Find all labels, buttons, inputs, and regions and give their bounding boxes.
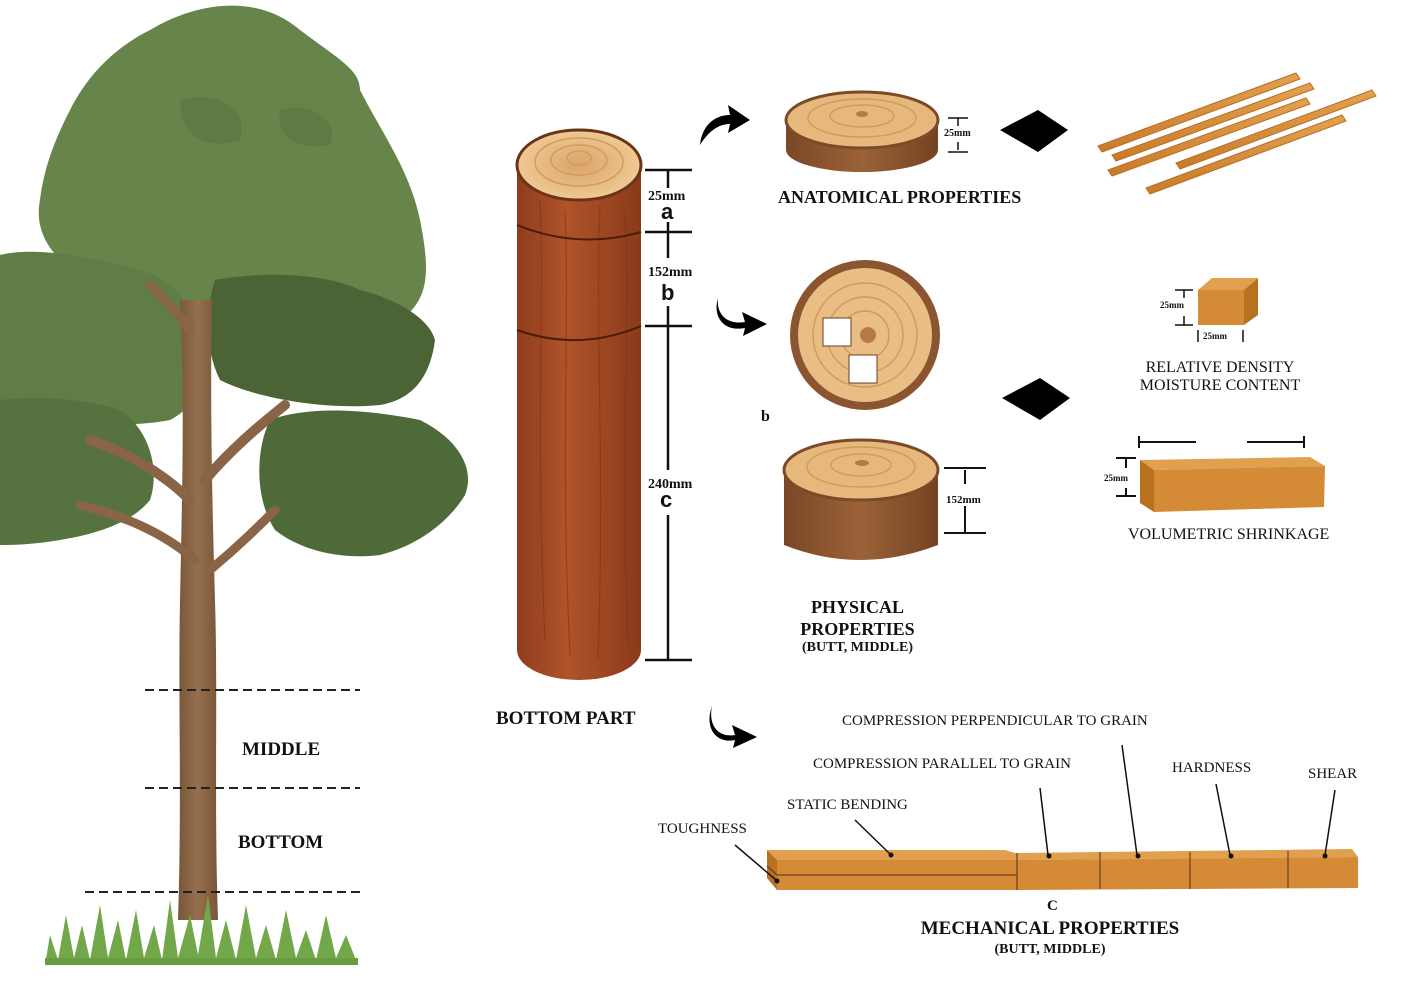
curved-arrows	[700, 105, 767, 748]
bar-height-label: 25mm	[1104, 473, 1128, 483]
mechanical-section-letter: C	[1047, 898, 1058, 914]
physical-title: PHYSICAL PROPERTIES (BUTT, MIDDLE)	[770, 596, 945, 656]
tree-canopy-lower-left	[0, 398, 154, 545]
curved-arrow-c-icon	[709, 706, 757, 748]
physical-subtitle: (BUTT, MIDDLE)	[802, 640, 913, 655]
shrinkage-bar	[1140, 457, 1325, 512]
anatomical-sticks	[1097, 72, 1377, 195]
mechanical-title: MECHANICAL PROPERTIES	[920, 918, 1180, 939]
physical-stump	[782, 438, 940, 560]
stump-height-label: 152mm	[946, 494, 981, 506]
physical-title-line1: PHYSICAL	[810, 597, 904, 617]
arrow-right-icon-2	[1002, 378, 1070, 420]
arrow-right-icon	[1000, 110, 1068, 152]
physical-section-letter: b	[761, 408, 770, 425]
moisture-content-label: MOISTURE CONTENT	[1139, 377, 1301, 394]
shrinkage-caption: VOLUMETRIC SHRINKAGE	[1128, 526, 1330, 543]
disc-thickness-label: 25mm	[944, 128, 971, 139]
segment-c-length: 240mm	[648, 477, 693, 492]
test-label-compression-perpendicular: COMPRESSION PERPENDICULAR TO GRAIN	[842, 713, 1148, 729]
bottom-log	[515, 128, 643, 680]
tree-canopy-top	[38, 5, 426, 320]
test-label-hardness: HARDNESS	[1172, 760, 1252, 776]
curved-arrow-b-icon	[716, 298, 767, 336]
mechanical-leader-lines	[734, 744, 1336, 881]
segment-b-letter: b	[661, 280, 675, 305]
bottom-part-caption: BOTTOM PART	[496, 708, 636, 729]
zone-label-middle: MIDDLE	[242, 739, 321, 760]
zone-label-bottom: BOTTOM	[238, 832, 324, 853]
log-dimension-lines	[645, 168, 692, 662]
relative-density-label: RELATIVE DENSITY	[1145, 359, 1295, 376]
physical-cross-section	[790, 260, 940, 410]
sample-hole-1	[822, 317, 852, 347]
cube-height-label: 25mm	[1160, 300, 1184, 310]
test-label-compression-parallel: COMPRESSION PARALLEL TO GRAIN	[813, 756, 1071, 772]
mechanical-leader-dots	[774, 852, 1328, 884]
mechanical-bar	[766, 849, 1358, 890]
tree-canopy-lower-right	[259, 410, 468, 557]
shrinkage-dimensions	[1116, 436, 1305, 497]
test-label-shear: SHEAR	[1308, 766, 1358, 782]
tree-trunk	[178, 300, 218, 920]
cube-width-label: 25mm	[1203, 331, 1227, 341]
segment-c-letter: c	[660, 487, 673, 512]
segment-a-length: 25mm	[648, 189, 686, 204]
test-label-static-bending: STATIC BENDING	[787, 797, 908, 813]
cut-line-a	[516, 224, 642, 241]
test-label-toughness: TOUGHNESS	[658, 821, 747, 837]
physical-title-line2: PROPERTIES	[800, 619, 915, 639]
stump-dimension	[944, 467, 986, 534]
tree-canopy-right	[208, 274, 435, 407]
segment-b-length: 152mm	[648, 265, 693, 280]
cube-caption: RELATIVE DENSITY MOISTURE CONTENT	[1120, 359, 1320, 395]
grass	[45, 895, 358, 965]
anatomical-disc	[784, 90, 940, 172]
cut-line-b	[516, 325, 642, 341]
sample-hole-2	[848, 354, 878, 384]
tree-illustration	[0, 5, 468, 965]
anatomical-dimension	[948, 117, 968, 153]
segment-a-letter: a	[661, 199, 674, 224]
cube-dimensions	[1175, 289, 1244, 342]
mechanical-subtitle: (BUTT, MIDDLE)	[994, 942, 1106, 957]
curved-arrow-a-icon	[700, 105, 750, 145]
density-cube	[1198, 278, 1258, 325]
anatomical-title: ANATOMICAL PROPERTIES	[778, 187, 1022, 207]
